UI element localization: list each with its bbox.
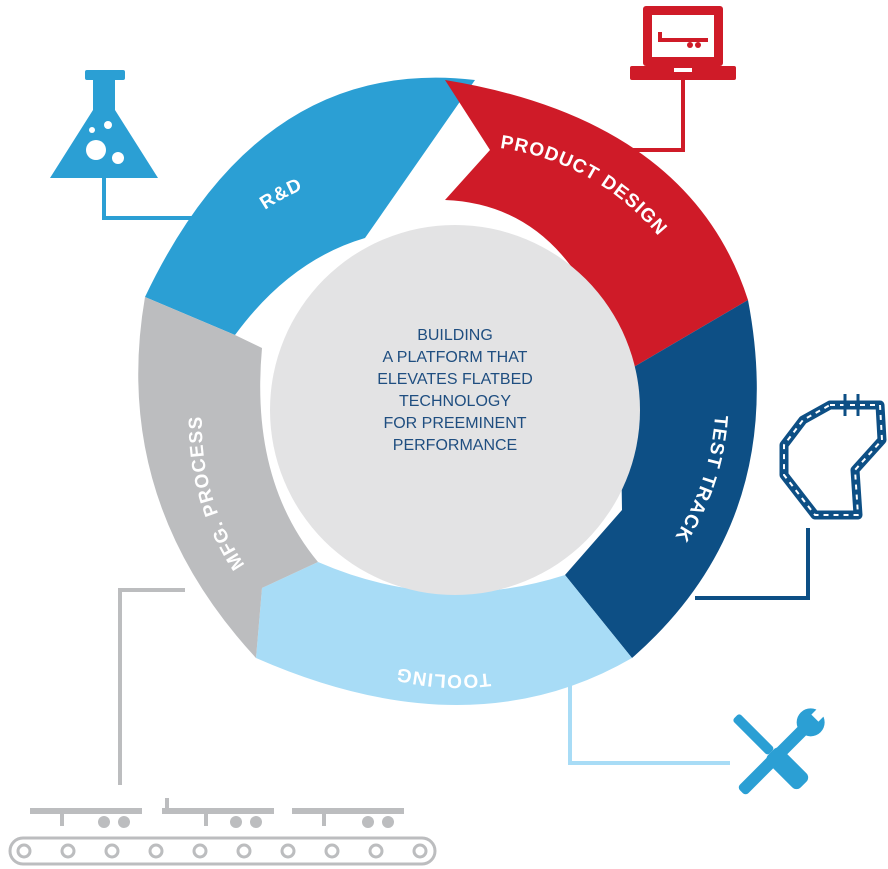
wrench-screwdriver-icon <box>733 704 829 795</box>
tooling-connector <box>568 680 730 765</box>
track-gate-icon <box>843 394 860 416</box>
laptop-icon <box>630 6 736 80</box>
center-text-line: ELEVATES FLATBED <box>377 371 533 388</box>
rnd-connector <box>102 178 200 220</box>
segment-rnd[interactable] <box>145 77 475 335</box>
segment-product-design[interactable] <box>445 80 748 375</box>
center-text-line: BUILDING <box>417 327 493 344</box>
center-text-line: PERFORMANCE <box>393 437 517 454</box>
cycle-ring <box>138 77 757 705</box>
center-text-line: FOR PREEMINENT <box>383 415 526 432</box>
center-text-line: A PLATFORM THAT <box>383 349 528 366</box>
mfg-connector <box>118 588 185 785</box>
segment-mfg-process[interactable] <box>138 297 318 658</box>
test-connector <box>695 528 810 600</box>
center-text-line: TECHNOLOGY <box>399 393 511 410</box>
center-text-block: BUILDING A PLATFORM THAT ELEVATES FLATBE… <box>377 327 533 454</box>
center-circle <box>270 225 640 595</box>
track-icon <box>779 400 887 520</box>
conveyor-trailers-icon <box>8 798 437 866</box>
segment-test-track[interactable] <box>565 300 757 658</box>
segment-tooling[interactable] <box>256 562 632 705</box>
flask-icon <box>50 70 158 178</box>
connector-lines <box>102 80 810 785</box>
